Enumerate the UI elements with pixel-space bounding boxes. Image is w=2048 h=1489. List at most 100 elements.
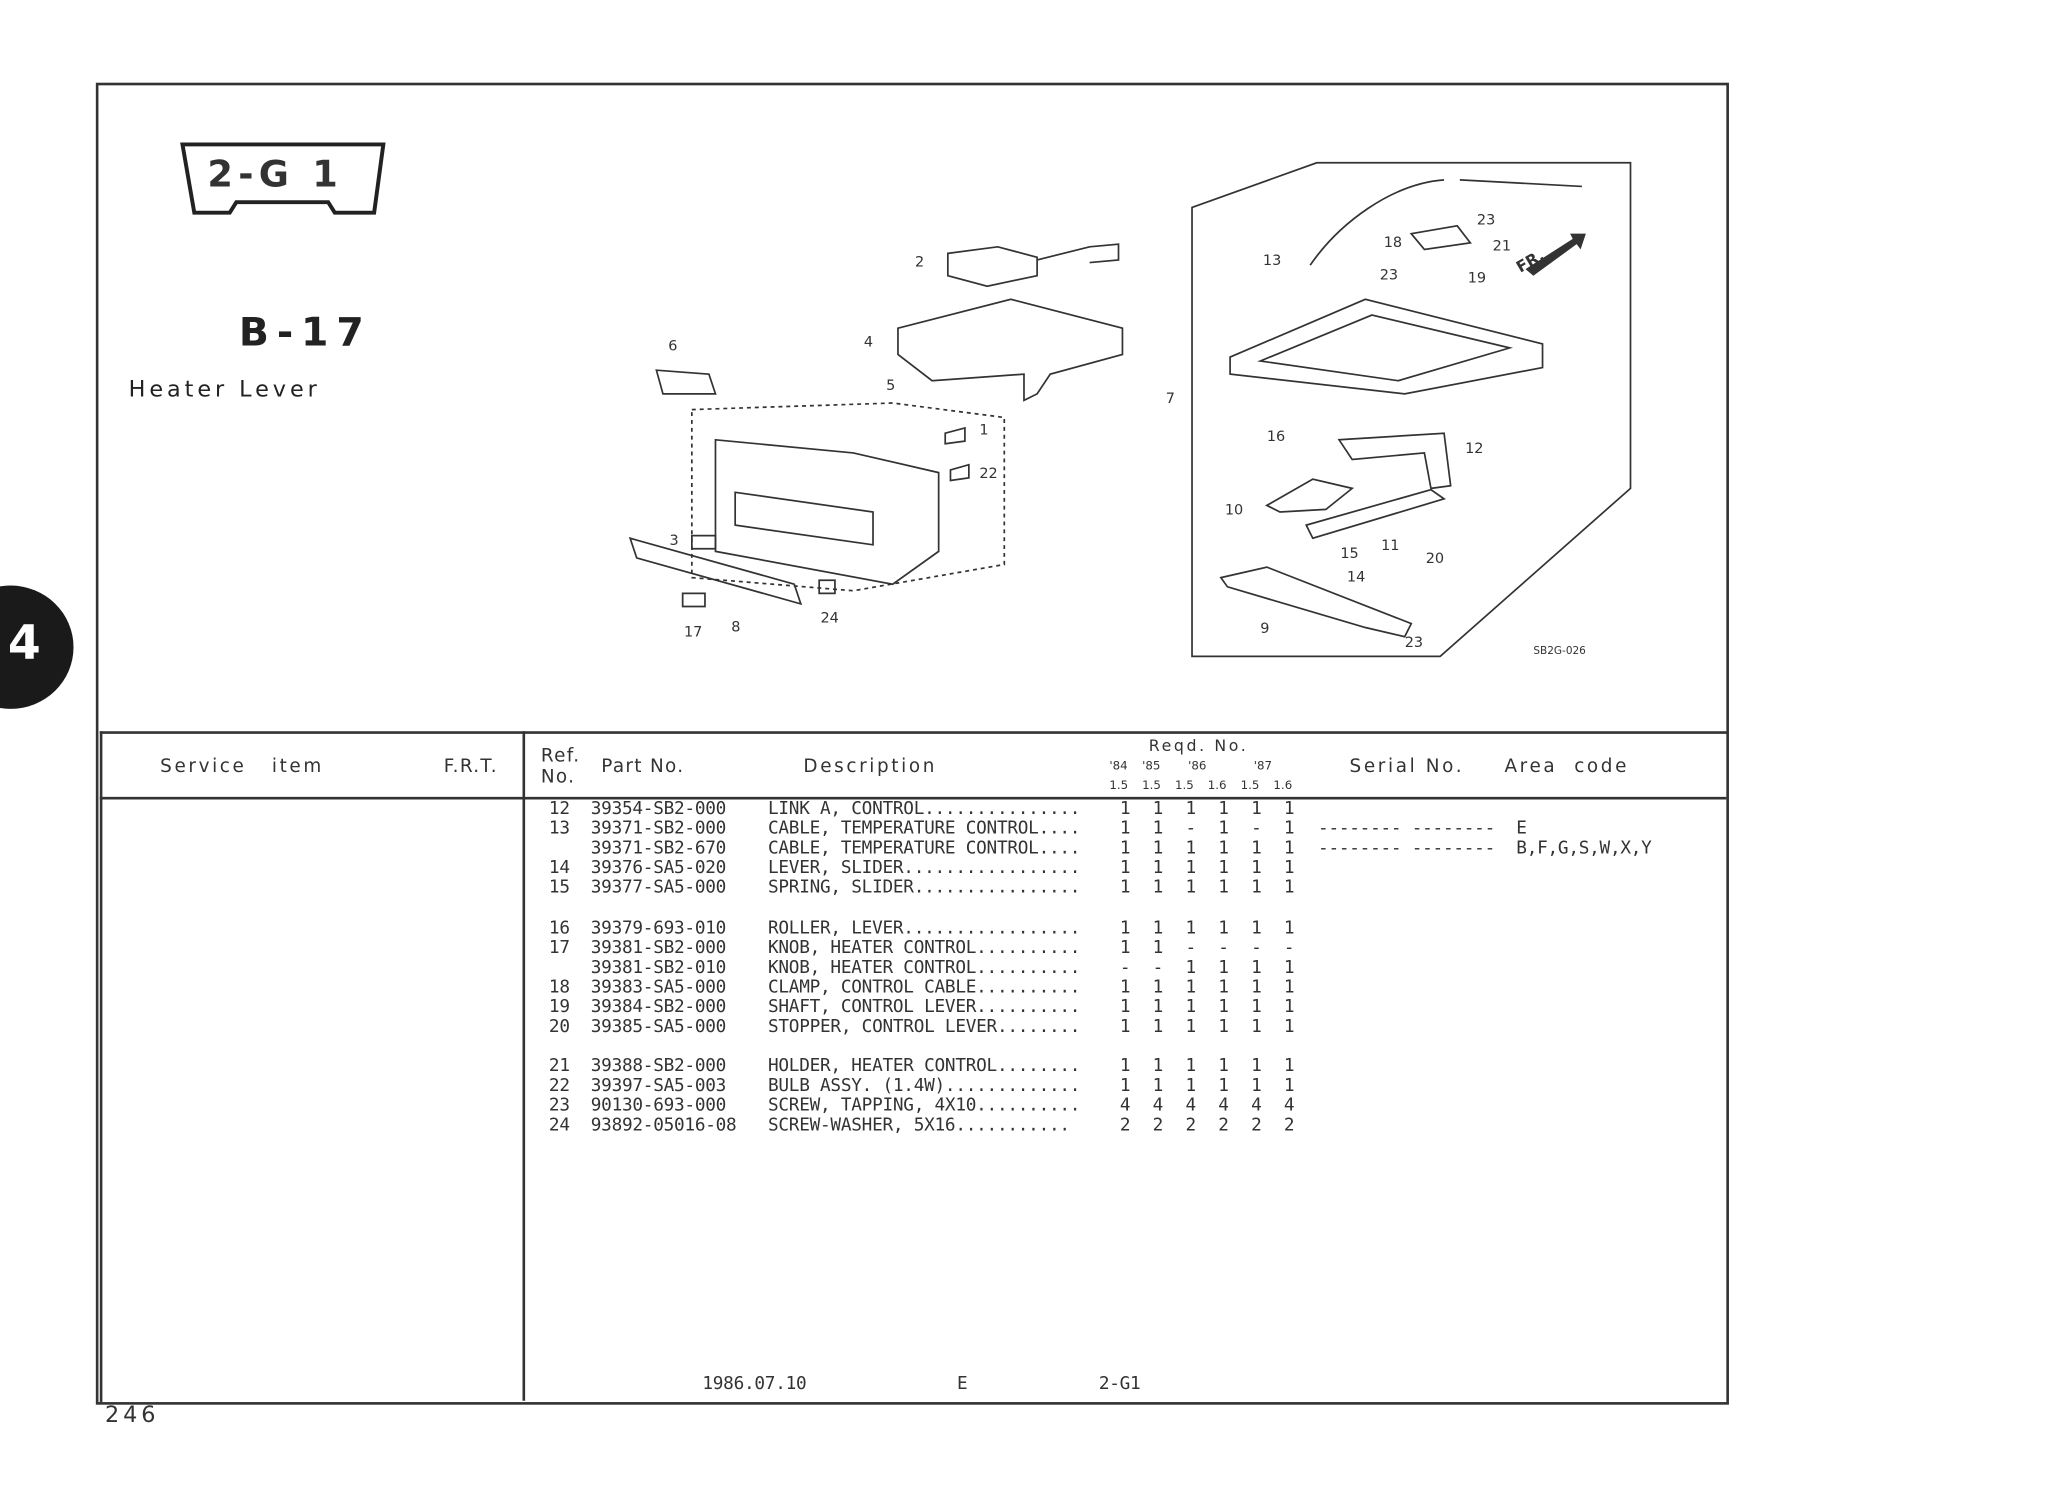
required-qty: 1	[1218, 1075, 1229, 1097]
part-number: 39379-693-010	[590, 916, 727, 938]
required-qty: 1	[1283, 877, 1295, 899]
header-engine: 1.6	[1207, 779, 1227, 793]
required-qty: 1	[1119, 837, 1131, 859]
required-qty: -	[1119, 956, 1131, 978]
callout: 20	[1426, 551, 1444, 567]
required-qty: 1	[1119, 817, 1131, 840]
ref-no: 23	[548, 1095, 570, 1117]
description: SHAFT, CONTROL LEVER..........	[767, 996, 1081, 1018]
required-qty: 1	[1185, 976, 1196, 998]
footer-language: E	[957, 1373, 968, 1395]
required-qty: 1	[1251, 976, 1262, 998]
part-number: 39384-SB2-000	[590, 996, 727, 1018]
description: LINK A, CONTROL...............	[767, 798, 1081, 820]
required-qty: 1	[1119, 857, 1131, 879]
header-part-no: Part No.	[601, 756, 685, 778]
required-qty: 1	[1283, 916, 1295, 938]
required-qty: 1	[1283, 996, 1295, 1018]
required-qty: 1	[1283, 976, 1295, 998]
required-qty: -	[1185, 817, 1196, 840]
required-qty: 1	[1152, 1075, 1164, 1097]
required-qty: 1	[1218, 1016, 1229, 1038]
required-qty: 1	[1119, 1055, 1131, 1077]
ref-no: 21	[548, 1055, 570, 1077]
required-qty: 1	[1185, 857, 1196, 879]
callout: 18	[1384, 235, 1402, 251]
required-qty: 1	[1283, 1016, 1295, 1038]
header-year: '84	[1109, 760, 1128, 774]
required-qty: 1	[1119, 1075, 1131, 1097]
serial-no: -------- --------	[1318, 817, 1495, 840]
header-engine: 1.5	[1174, 779, 1194, 793]
description: CABLE, TEMPERATURE CONTROL....	[767, 837, 1081, 859]
header-reqd-no: Reqd. No.	[1148, 736, 1249, 755]
required-qty: 1	[1152, 817, 1164, 840]
required-qty: 1	[1251, 877, 1262, 899]
required-qty: 1	[1283, 1075, 1295, 1097]
callout: 23	[1405, 635, 1423, 651]
callout: 8	[731, 619, 740, 635]
required-qty: 1	[1251, 857, 1262, 879]
heater-control-assembly	[628, 243, 1124, 608]
description: SCREW-WASHER, 5X16...........	[767, 1115, 1070, 1137]
callout: 5	[886, 378, 895, 394]
required-qty: 1	[1251, 798, 1262, 820]
header-no: No.	[540, 766, 576, 788]
footer-date: 1986.07.10	[702, 1373, 807, 1395]
required-qty: 1	[1283, 798, 1295, 820]
required-qty: 1	[1283, 837, 1295, 859]
callout: 4	[864, 335, 873, 351]
part-number: 39371-SB2-000	[590, 817, 727, 840]
required-qty: 4	[1283, 1095, 1295, 1117]
callout: 7	[1166, 391, 1175, 407]
header-frt: F.R.T.	[443, 756, 498, 778]
description: HOLDER, HEATER CONTROL........	[767, 1055, 1081, 1077]
header-year: '86	[1188, 760, 1207, 774]
required-qty: -	[1251, 936, 1262, 958]
ref-no: 12	[548, 798, 570, 820]
section-tab-number: 4	[7, 617, 41, 671]
required-qty: 1	[1152, 798, 1164, 820]
header-service-item: Service item	[160, 756, 324, 778]
callout: 10	[1225, 503, 1243, 519]
callout: 12	[1465, 441, 1483, 457]
part-number: 39377-SA5-000	[590, 877, 727, 899]
header-description: Description	[803, 756, 937, 778]
required-qty: 1	[1185, 837, 1196, 859]
header-engine: 1.6	[1273, 779, 1293, 793]
required-qty: 1	[1185, 1016, 1196, 1038]
callout: 2	[915, 254, 924, 270]
required-qty: 1	[1251, 1055, 1262, 1077]
callout: 24	[821, 610, 839, 626]
required-qty: 1	[1119, 996, 1131, 1018]
ref-no: 19	[548, 996, 570, 1018]
badge-frame	[180, 142, 386, 215]
ref-no: 18	[548, 976, 570, 998]
required-qty: 4	[1152, 1095, 1164, 1117]
required-qty: 1	[1218, 976, 1229, 998]
description: KNOB, HEATER CONTROL..........	[767, 936, 1081, 958]
required-qty: 1	[1185, 877, 1196, 899]
required-qty: 1	[1218, 837, 1229, 859]
callout: 15	[1340, 546, 1358, 562]
part-number: 39385-SA5-000	[590, 1016, 727, 1038]
required-qty: 1	[1152, 976, 1164, 998]
required-qty: 4	[1251, 1095, 1262, 1117]
part-number: 39381-SB2-000	[590, 936, 727, 958]
required-qty: 1	[1283, 857, 1295, 879]
required-qty: 2	[1283, 1115, 1295, 1137]
required-qty: 1	[1152, 1016, 1164, 1038]
required-qty: 1	[1185, 996, 1196, 1018]
ref-no: 20	[548, 1016, 570, 1038]
callout: 17	[684, 625, 702, 641]
drawing-code: SB2G-026	[1533, 645, 1586, 657]
callout: 1	[979, 423, 988, 439]
required-qty: 1	[1185, 956, 1196, 978]
part-number: 39381-SB2-010	[590, 956, 727, 978]
front-arrow-icon	[1525, 233, 1586, 276]
section-code: B-17	[238, 309, 372, 356]
required-qty: 1	[1119, 916, 1131, 938]
required-qty: -	[1251, 817, 1262, 840]
header-year: '85	[1142, 760, 1161, 774]
required-qty: 4	[1218, 1095, 1229, 1117]
